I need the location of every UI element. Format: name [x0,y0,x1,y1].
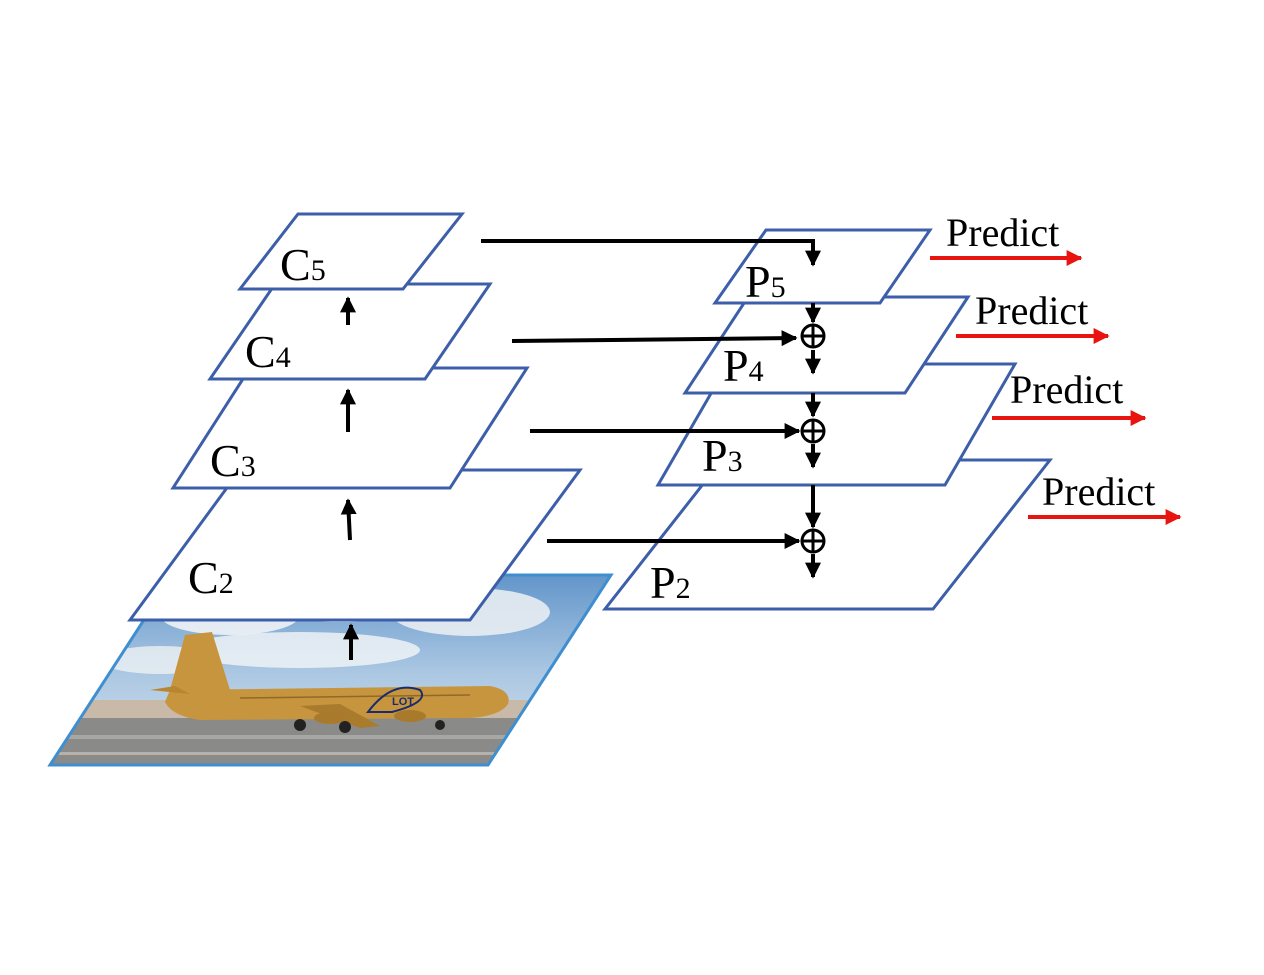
lateral-arrows [481,239,821,549]
plane-p4: P4 [682,295,971,395]
sum-node-p3 [800,418,826,444]
p4-label: P4 [723,340,764,391]
p2-label: P2 [650,557,691,608]
sum-node-p4 [800,323,826,349]
predict-p3: Predict [992,367,1147,426]
predict-p2: Predict [1028,469,1182,525]
plane-p5: P5 [712,228,933,307]
bottom-up-arrows [340,296,359,660]
predict-label-p2: Predict [1042,469,1155,514]
p3-label: P3 [702,430,743,481]
plane-c4: C4 [207,282,493,381]
predict-label-p4: Predict [975,288,1088,333]
c3-label: C3 [210,435,256,486]
c5-label: C5 [280,239,326,290]
p5-label: P5 [745,256,786,307]
plane-c2: C2 [127,468,583,622]
c2-label: C2 [188,552,234,603]
predict-label-p5: Predict [946,210,1059,255]
c4-label: C4 [245,326,291,377]
arrow-c4-to-p4 [511,330,798,347]
plane-c5: C5 [236,212,466,291]
predict-p4: Predict [956,288,1110,344]
plane-p2: P2 [601,458,1054,611]
arrow-c2-to-c3 [340,498,357,541]
livery-text: LOT [392,696,414,708]
sum-node-p2 [800,528,826,554]
airplane-icon: LOT [150,632,509,733]
predict-label-p3: Predict [1010,367,1123,412]
predict-p5: Predict [930,210,1083,266]
arrow-c5-to-p5 [481,239,821,267]
